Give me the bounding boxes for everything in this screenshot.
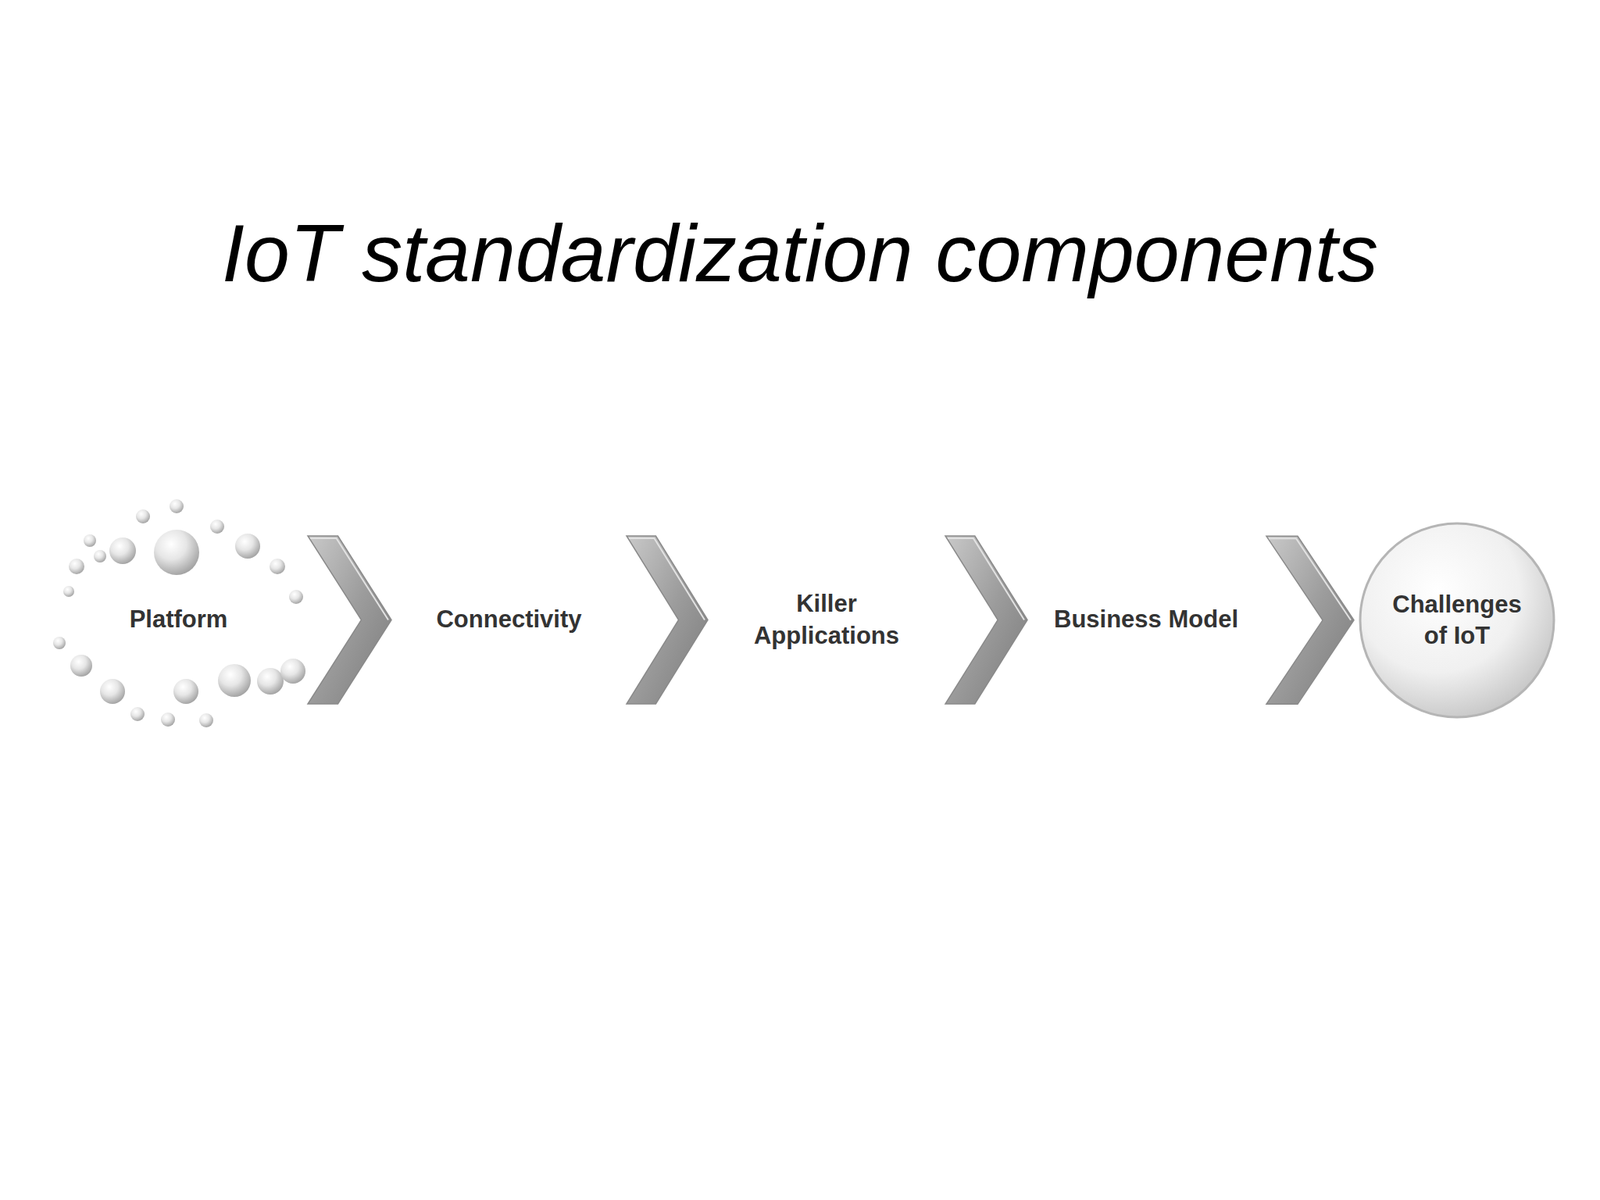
node-label: Business Model (1053, 603, 1239, 636)
chevron-shape (1266, 535, 1354, 704)
chevron-highlight (310, 538, 389, 621)
circle-outline (1357, 520, 1558, 721)
summary-circle: Challenges of IoT (1357, 520, 1558, 721)
node-label: Connectivity (435, 603, 582, 636)
stage-box: Connectivity (392, 535, 625, 704)
chevron-arrow (626, 535, 708, 704)
chevron-shape (626, 535, 708, 704)
chevron-shape (307, 535, 392, 704)
diagram-title: IoT standardization components (0, 204, 1600, 303)
node-label: Platform (129, 603, 229, 636)
node-label: Challenges of IoT (1382, 589, 1532, 653)
chevron-highlight (947, 538, 1025, 621)
chevron-shape (945, 535, 1028, 704)
chevron-arrow (307, 535, 392, 704)
stage-box: Platform (50, 535, 307, 704)
stage-box: Business Model (1028, 535, 1264, 704)
chevron-arrow (1266, 535, 1354, 704)
stage-box: Killer Applications (709, 535, 944, 704)
chevron-highlight (628, 538, 705, 621)
node-label: Killer Applications (744, 588, 909, 652)
chevron-highlight (1268, 538, 1351, 621)
chevron-arrow (945, 535, 1028, 704)
